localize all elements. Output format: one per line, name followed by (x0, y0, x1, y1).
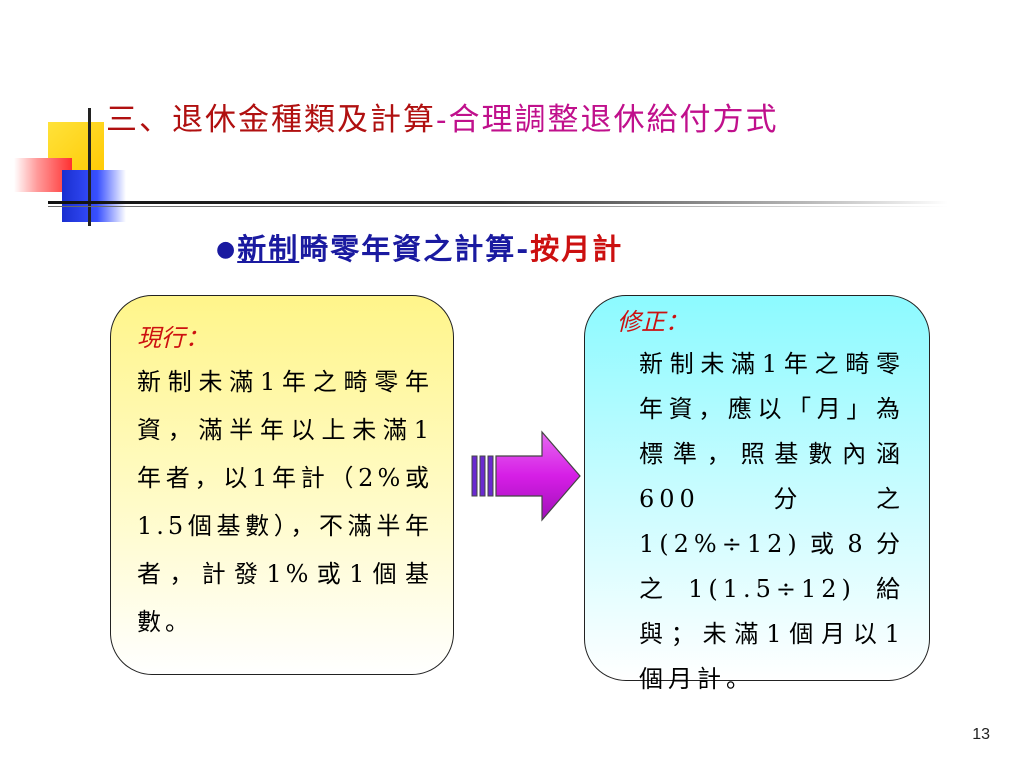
subtitle-middle: 畸零年資之計算- (299, 232, 531, 266)
right-arrow-icon (471, 430, 581, 522)
decor-vertical-line (88, 108, 91, 226)
revised-rule-label: 修正： (617, 308, 689, 336)
current-rule-text: 新制未滿1年之畸零年資，滿半年以上未滿1年者，以1年計（2%或1.5個基數），不… (137, 368, 433, 636)
title-divider-line (48, 201, 948, 204)
subtitle-emphasis: 按月計 (530, 232, 624, 266)
slide-title-sub: -合理調整退休給付方式 (436, 102, 779, 138)
section-subtitle: ●新制畸零年資之計算-按月計 (216, 226, 623, 268)
revised-rule-text: 新制未滿1年之畸零年資，應以「月」為標準，照基數內涵600分之1(2%÷12)或… (639, 350, 905, 693)
title-divider-thin-line (48, 206, 948, 207)
bullet-icon: ● (216, 236, 238, 262)
subtitle-underlined: 新制 (237, 232, 300, 266)
slide-title-main: 三、退休金種類及計算 (106, 102, 436, 138)
current-rule-box: 現行： 新制未滿1年之畸零年資，滿半年以上未滿1年者，以1年計（2%或1.5個基… (110, 295, 454, 675)
current-rule-label: 現行： (137, 324, 209, 352)
revised-rule-box: 修正： 新制未滿1年之畸零年資，應以「月」為標準，照基數內涵600分之1(2%÷… (584, 295, 930, 693)
slide-title: 三、退休金種類及計算-合理調整退休給付方式 (106, 94, 778, 139)
page-number: 13 (972, 726, 990, 743)
decor-blue-square (62, 170, 126, 222)
